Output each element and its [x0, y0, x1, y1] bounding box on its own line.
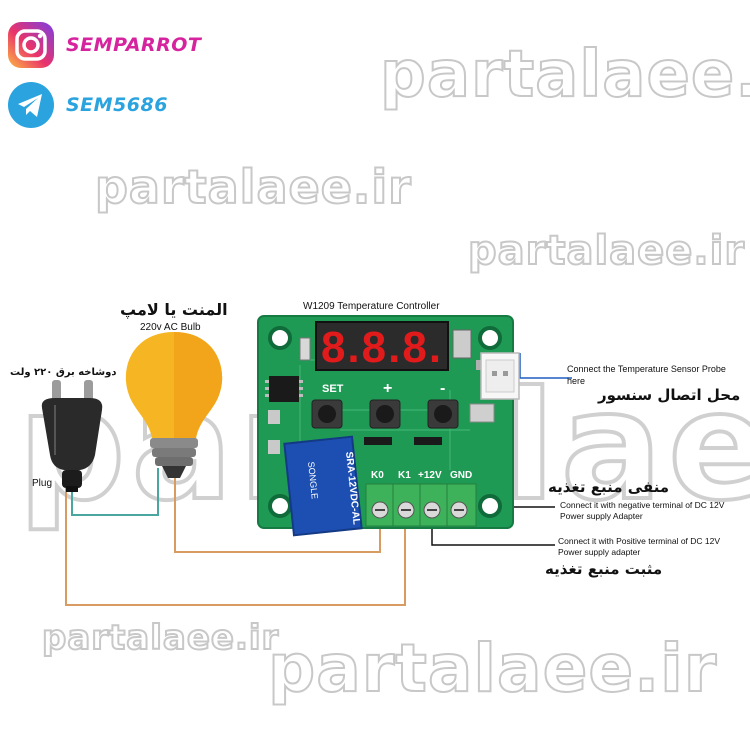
negative-supply-label-en-1: Connect it with negative terminal of DC … — [560, 500, 725, 510]
display-digits: 8.8.8. — [321, 323, 443, 372]
board-title: W1209 Temperature Controller — [303, 301, 440, 312]
instagram-handle[interactable]: SEMPARROT — [66, 34, 202, 56]
wire-plug-to-bulb — [71, 468, 159, 516]
wire-bulb-to-k0 — [174, 470, 381, 553]
plug-label-en: Plug — [32, 478, 53, 489]
telegram-handle[interactable]: SEM5686 — [66, 94, 168, 116]
plus-label: + — [383, 380, 392, 397]
plus-button[interactable] — [369, 399, 401, 429]
mounting-holes — [268, 326, 502, 518]
positive-supply-label-fa: مثبت منبع تغذیه — [545, 560, 663, 578]
relay-brand: SONGLE — [306, 461, 320, 499]
minus-button[interactable] — [427, 399, 459, 429]
positive-supply-label-en-1: Connect it with Positive terminal of DC … — [558, 536, 721, 546]
watermark-mid-left: partalaee.ir — [94, 159, 412, 215]
wires — [65, 353, 572, 606]
terminal-block — [365, 483, 477, 527]
instagram-row: SEMPARROT — [6, 20, 201, 70]
watermark-bottom: partalaee.ir — [267, 629, 718, 708]
watermark-mid-right: partalaee.ir — [467, 227, 746, 275]
terminal-label-k0: K0 — [371, 470, 384, 481]
negative-supply-label-fa: منفی منبع تغذیه — [548, 478, 670, 496]
leader-sensor — [519, 353, 572, 379]
terminal-label-gnd: GND — [450, 470, 472, 481]
telegram-row: SEM5686 — [6, 80, 168, 130]
telegram-icon — [8, 82, 54, 128]
wire-plug-to-k1 — [65, 488, 406, 606]
watermark-top: partalaee.ir — [379, 37, 750, 113]
sensor-label-en-1: Connect the Temperature Sensor Probe — [567, 364, 726, 374]
relay: SRA-12VDC-AL SONGLE — [283, 435, 363, 537]
plug-icon — [41, 380, 103, 492]
lamp-label-fa: المنت یا لامپ — [120, 300, 228, 319]
sensor-label-en-2: here — [567, 376, 586, 386]
sensor-label-fa: محل اتصال سنسور — [598, 386, 741, 404]
w1209-board: 8.8.8. SET + - — [257, 315, 520, 537]
bulb-icon — [125, 332, 223, 478]
watermark-bottom-left: partalaee.ir — [41, 617, 280, 659]
terminal-label-12v: +12V — [418, 470, 442, 481]
terminal-label-k1: K1 — [398, 470, 411, 481]
negative-supply-label-en-2: Power supply Adapter — [560, 511, 643, 521]
set-label: SET — [322, 383, 344, 395]
instagram-icon — [8, 22, 54, 68]
led-display — [315, 321, 449, 371]
microcontroller-chip — [269, 376, 299, 402]
lamp-label-en: 220v AC Bulb — [140, 322, 201, 333]
minus-label: - — [440, 380, 445, 397]
set-button[interactable] — [311, 399, 343, 429]
plug-label-fa: دوشاخه برق ۲۲۰ ولت — [10, 367, 117, 378]
positive-supply-label-en-2: Power supply adapter — [558, 547, 641, 557]
